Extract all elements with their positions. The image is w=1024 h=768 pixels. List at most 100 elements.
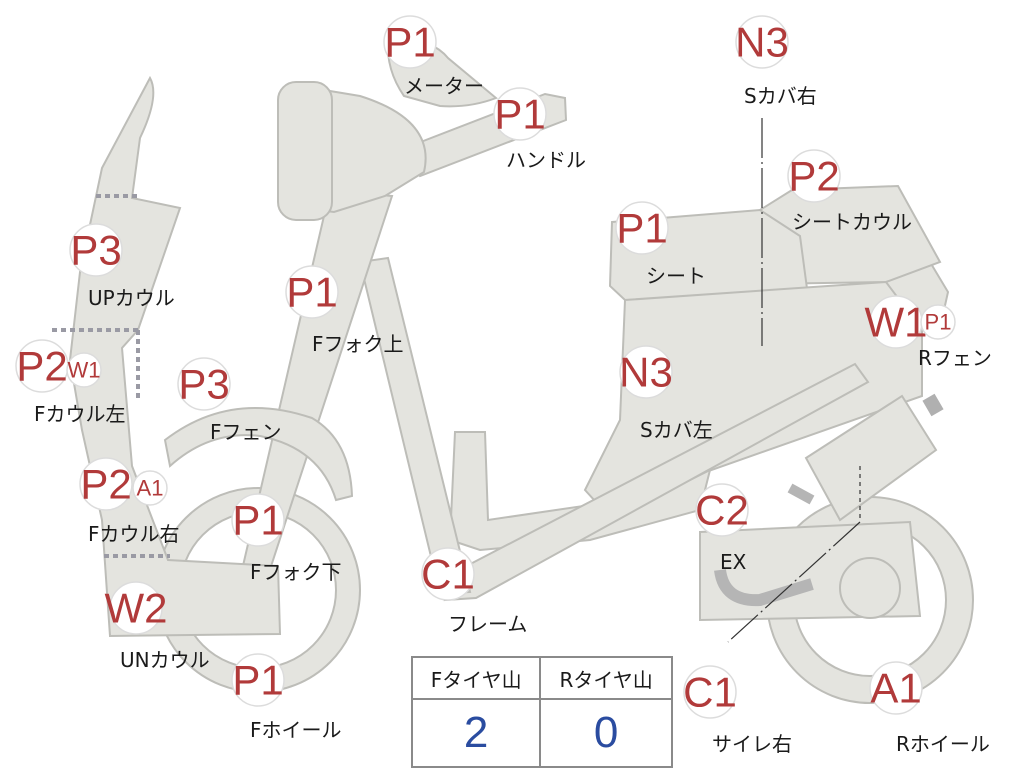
damage-code: P2 bbox=[788, 153, 839, 200]
part-label-un-cowl: UNカウル bbox=[120, 648, 210, 672]
headlight-pod-shape bbox=[310, 86, 427, 214]
part-label-s-cover-right: Sカバ右 bbox=[744, 84, 817, 108]
badge-frame: C1 bbox=[421, 547, 475, 601]
badge-seat: P1 bbox=[615, 201, 669, 255]
badge-f-wheel: P1 bbox=[231, 653, 285, 707]
front-fender-shape bbox=[163, 407, 354, 502]
badge-circle bbox=[231, 653, 285, 707]
badge-up-cowl: P3 bbox=[69, 223, 123, 277]
frame-upright-shape bbox=[358, 256, 472, 596]
badge-f-fork-lower: P1 bbox=[231, 493, 285, 547]
damage-code: N3 bbox=[735, 19, 789, 66]
damage-code: P1 bbox=[925, 310, 952, 335]
exhaust-pipe-shape bbox=[714, 568, 814, 607]
damage-code: N3 bbox=[619, 349, 673, 396]
part-label-f-fork-lower: Fフォク下 bbox=[250, 560, 342, 584]
damage-code: P1 bbox=[232, 497, 283, 544]
part-label-s-cover-left: Sカバ左 bbox=[640, 418, 713, 442]
badge-f-fender: P3 bbox=[177, 357, 231, 411]
front-tread-value: 2 bbox=[410, 698, 542, 768]
leader-silencer-diagonal bbox=[727, 521, 861, 643]
damage-code: P2 bbox=[16, 343, 67, 390]
badge-circle bbox=[177, 357, 231, 411]
badge-circle bbox=[615, 201, 669, 255]
badge-s-cover-left: N3 bbox=[619, 345, 673, 399]
part-label-f-wheel: Fホイール bbox=[250, 718, 342, 742]
badge-circle bbox=[285, 265, 339, 319]
part-label-r-wheel: Rホイール bbox=[896, 732, 990, 756]
badge-circle bbox=[231, 493, 285, 547]
damage-code: W2 bbox=[105, 585, 168, 632]
silencer-shape bbox=[804, 394, 938, 522]
damage-code: C2 bbox=[695, 487, 749, 534]
part-label-f-fender: Fフェン bbox=[210, 420, 282, 444]
badge-f-cowl-right-a1: A1 bbox=[132, 470, 168, 506]
front-tread-header: Fタイヤ山 bbox=[410, 656, 542, 700]
cowl-seams bbox=[52, 194, 170, 558]
damage-code: P1 bbox=[616, 205, 667, 252]
part-label-seat: シート bbox=[646, 264, 706, 288]
badge-un-cowl: W2 bbox=[105, 581, 168, 635]
badge-circle bbox=[869, 661, 923, 715]
badge-circle bbox=[66, 352, 102, 388]
badge-f-cowl-left-p2: P2 bbox=[15, 339, 69, 393]
badge-circle bbox=[619, 345, 673, 399]
damage-code: P1 bbox=[494, 91, 545, 138]
badge-circle bbox=[79, 457, 133, 511]
damage-code: P1 bbox=[232, 657, 283, 704]
badge-f-cowl-right-p2: P2 bbox=[79, 457, 133, 511]
damage-code: P3 bbox=[70, 227, 121, 274]
badge-circle bbox=[109, 581, 163, 635]
badge-circle bbox=[132, 470, 168, 506]
badge-silencer-right: C1 bbox=[683, 665, 737, 719]
badge-f-fork-upper: P1 bbox=[285, 265, 339, 319]
headlight-rim-shape bbox=[277, 81, 333, 221]
damage-code: W1 bbox=[68, 358, 101, 383]
part-label-silencer-right: サイレ右 bbox=[712, 732, 792, 756]
part-label-meter: メーター bbox=[404, 74, 484, 98]
damage-code: C1 bbox=[683, 669, 737, 716]
badge-circle bbox=[421, 547, 475, 601]
damage-code: C1 bbox=[421, 551, 475, 598]
part-label-seat-cowl: シートカウル bbox=[792, 210, 912, 234]
damage-code: P1 bbox=[286, 269, 337, 316]
part-label-handle: ハンドル bbox=[506, 148, 586, 172]
damage-code: A1 bbox=[870, 665, 921, 712]
badge-circle bbox=[735, 15, 789, 69]
part-label-f-cowl-left-p2: Fカウル左 bbox=[34, 402, 126, 426]
badge-circle bbox=[383, 15, 437, 69]
badge-circle bbox=[787, 149, 841, 203]
exhaust-upper-shape bbox=[787, 483, 815, 505]
damage-code: A1 bbox=[137, 476, 164, 501]
badge-r-wheel: A1 bbox=[869, 661, 923, 715]
damage-code: W1 bbox=[865, 299, 928, 346]
badge-s-cover-right: N3 bbox=[735, 15, 789, 69]
badge-exhaust: C2 bbox=[695, 483, 749, 537]
rear-tread-header: Rタイヤ山 bbox=[539, 656, 673, 700]
badge-f-cowl-left-w1: W1 bbox=[66, 352, 102, 388]
part-label-f-cowl-right-p2: Fカウル右 bbox=[88, 522, 180, 546]
part-label-frame: フレーム bbox=[448, 612, 528, 636]
rear-tread-value: 0 bbox=[539, 698, 673, 768]
part-label-exhaust: EX bbox=[720, 550, 747, 574]
part-label-r-fender-w1: Rフェン bbox=[918, 346, 992, 370]
badge-r-fender-p1: P1 bbox=[920, 304, 956, 340]
tire-tread-table: Fタイヤ山 Rタイヤ山 2 0 bbox=[410, 656, 673, 768]
badge-meter: P1 bbox=[383, 15, 437, 69]
part-label-up-cowl: UPカウル bbox=[88, 286, 175, 310]
badge-circle bbox=[695, 483, 749, 537]
badge-circle bbox=[683, 665, 737, 719]
part-label-f-fork-upper: Fフォク上 bbox=[312, 332, 404, 356]
rear-hub bbox=[839, 557, 901, 619]
badge-handle: P1 bbox=[493, 87, 547, 141]
badge-circle bbox=[920, 304, 956, 340]
damage-code: P1 bbox=[384, 19, 435, 66]
silencer-tip bbox=[922, 393, 944, 417]
badge-seat-cowl: P2 bbox=[787, 149, 841, 203]
damage-code: P3 bbox=[178, 361, 229, 408]
badge-circle bbox=[493, 87, 547, 141]
damage-code: P2 bbox=[80, 461, 131, 508]
badge-circle bbox=[69, 223, 123, 277]
